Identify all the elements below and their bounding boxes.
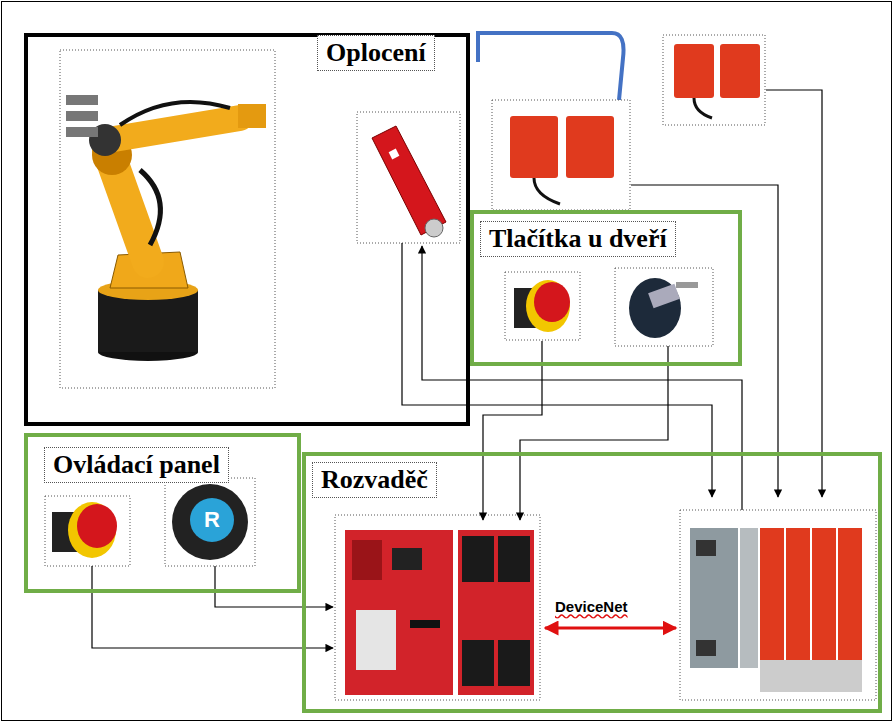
door-swing bbox=[478, 33, 624, 100]
emergency-stop bbox=[505, 272, 580, 340]
group-box: Tlačítka u dveří bbox=[470, 210, 742, 366]
button-letter: R bbox=[204, 507, 220, 533]
sensor-picture bbox=[492, 100, 630, 210]
group-box: Ovládací panel bbox=[24, 433, 301, 593]
group-heading: Ovládací panel bbox=[44, 447, 229, 483]
sensor-picture bbox=[663, 35, 765, 125]
wire bbox=[92, 90, 822, 648]
fence-zone: Oplocení bbox=[24, 33, 470, 426]
emergency-stop bbox=[45, 496, 130, 566]
network-label: DeviceNet bbox=[553, 598, 630, 615]
group-heading: Rozvaděč bbox=[312, 462, 437, 498]
guard-locking-switch bbox=[357, 112, 460, 243]
safety-controller bbox=[335, 515, 540, 700]
key-switch bbox=[615, 268, 713, 346]
reset-button bbox=[165, 478, 255, 566]
group-heading: Tlačítka u dveří bbox=[480, 221, 676, 257]
group-heading: Oplocení bbox=[317, 35, 435, 71]
network-link bbox=[545, 627, 676, 630]
io-module bbox=[680, 510, 876, 700]
group-box: Rozvaděč bbox=[302, 452, 882, 713]
robot-picture bbox=[60, 50, 275, 388]
